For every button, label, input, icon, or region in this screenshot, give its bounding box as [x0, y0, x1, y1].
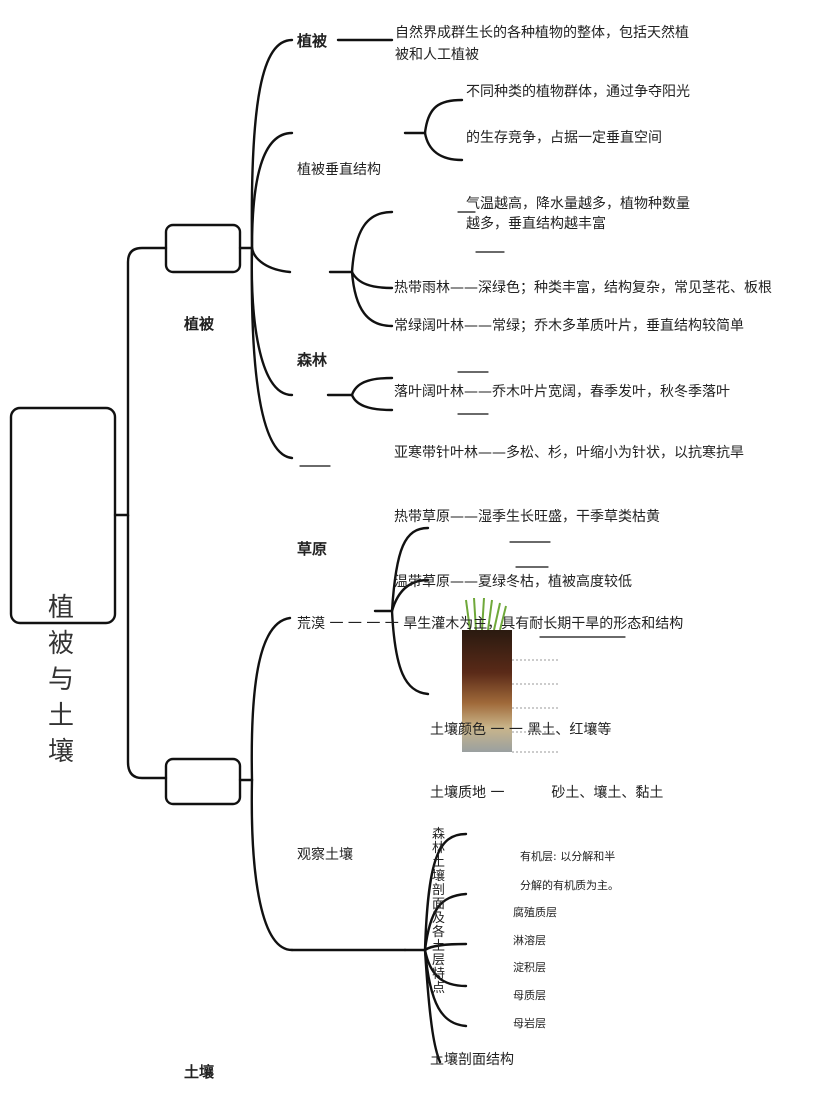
- soil-color-value: 黑土、红壤等: [527, 722, 612, 738]
- soil-color-row: 土壤颜色 一 一 黑土、红壤等: [430, 720, 611, 740]
- soil-texture-dash: 一: [490, 785, 505, 801]
- observe-soil-label: 观察土壤: [297, 847, 353, 863]
- profile-layer-bedrock: 母岩层: [513, 1017, 546, 1030]
- soil-texture-value: 砂土、壤土、黏土: [551, 785, 664, 801]
- forest-type-evergreen-broadleaf: 常绿阔叶林——常绿；乔木多革质叶片，垂直结构较简单: [394, 318, 744, 334]
- forest-type-deciduous-broadleaf: 落叶阔叶林——乔木叶片宽阔，春季发叶，秋冬季落叶: [394, 384, 730, 400]
- profile-layer-organic-line2: 分解的有机质为主。: [520, 879, 619, 892]
- forest-label: 森林: [297, 351, 328, 369]
- soil-profile-illustration: [462, 597, 560, 753]
- forest-type-subarctic-coniferous: 亚寒带针叶林——多松、杉，叶缩小为针状，以抗寒抗旱: [394, 445, 744, 461]
- desert-dashes: 一 一 一 一: [329, 616, 399, 632]
- soil-color-dash: 一 一: [490, 722, 523, 738]
- soil-texture-label: 土壤质地: [430, 785, 486, 801]
- desert-text: 旱生灌木为主，具有耐长期干旱的形态和结构: [403, 616, 684, 632]
- grassland-label: 草原: [297, 540, 328, 558]
- soil-branch-label: 土壤: [184, 1063, 215, 1081]
- profile-layer-eluvial: 淋溶层: [513, 934, 546, 947]
- vegetation-definition-line2: 被和人工植被: [395, 47, 479, 63]
- map-title: 植被与土壤: [47, 593, 74, 767]
- vegetation-definition-line1: 自然界成群生长的各种植物的整体，包括天然植: [395, 25, 689, 41]
- profile-structure-label: 土壤剖面结构: [430, 1052, 514, 1068]
- vertical-structure-line1: 不同种类的植物群体，通过争夺阳光: [466, 84, 690, 100]
- desert-label: 荒漠: [297, 616, 325, 632]
- profile-layer-organic-line1: 有机层: 以分解和半: [520, 850, 616, 863]
- vegetation-node-box: [164, 223, 242, 274]
- profile-side-label: 森林土壤剖面及各土层特点: [432, 827, 446, 996]
- profile-layer-humus: 腐殖质层: [513, 906, 557, 919]
- desert-row: 荒漠 一 一 一 一 旱生灌木为主，具有耐长期干旱的形态和结构: [297, 614, 683, 634]
- profile-layer-illuvial: 淀积层: [513, 961, 546, 974]
- vertical-structure-line2: 的生存竞争，占据一定垂直空间: [466, 130, 662, 146]
- profile-layer-parent-material: 母质层: [513, 989, 546, 1002]
- soil-node-box: [164, 757, 242, 806]
- forest-climate-line2: 越多，垂直结构越丰富: [466, 216, 606, 232]
- vertical-structure-label: 植被垂直结构: [297, 162, 381, 178]
- soil-texture-row: 土壤质地 一 砂土、壤土、黏土: [430, 783, 663, 803]
- forest-type-tropical-rainforest: 热带雨林——深绿色；种类丰富，结构复杂，常见茎花、板根: [394, 280, 772, 296]
- forest-climate-line1: 气温越高，降水量越多，植物种数量: [466, 196, 690, 212]
- grassland-type-temperate: 温带草原——夏绿冬枯，植被高度较低: [394, 574, 632, 590]
- vegetation-branch-label: 植被: [184, 315, 215, 333]
- grassland-type-tropical: 热带草原——湿季生长旺盛，干季草类枯黄: [394, 509, 660, 525]
- soil-color-label: 土壤颜色: [430, 722, 486, 738]
- vegetation-term: 植被: [297, 32, 328, 50]
